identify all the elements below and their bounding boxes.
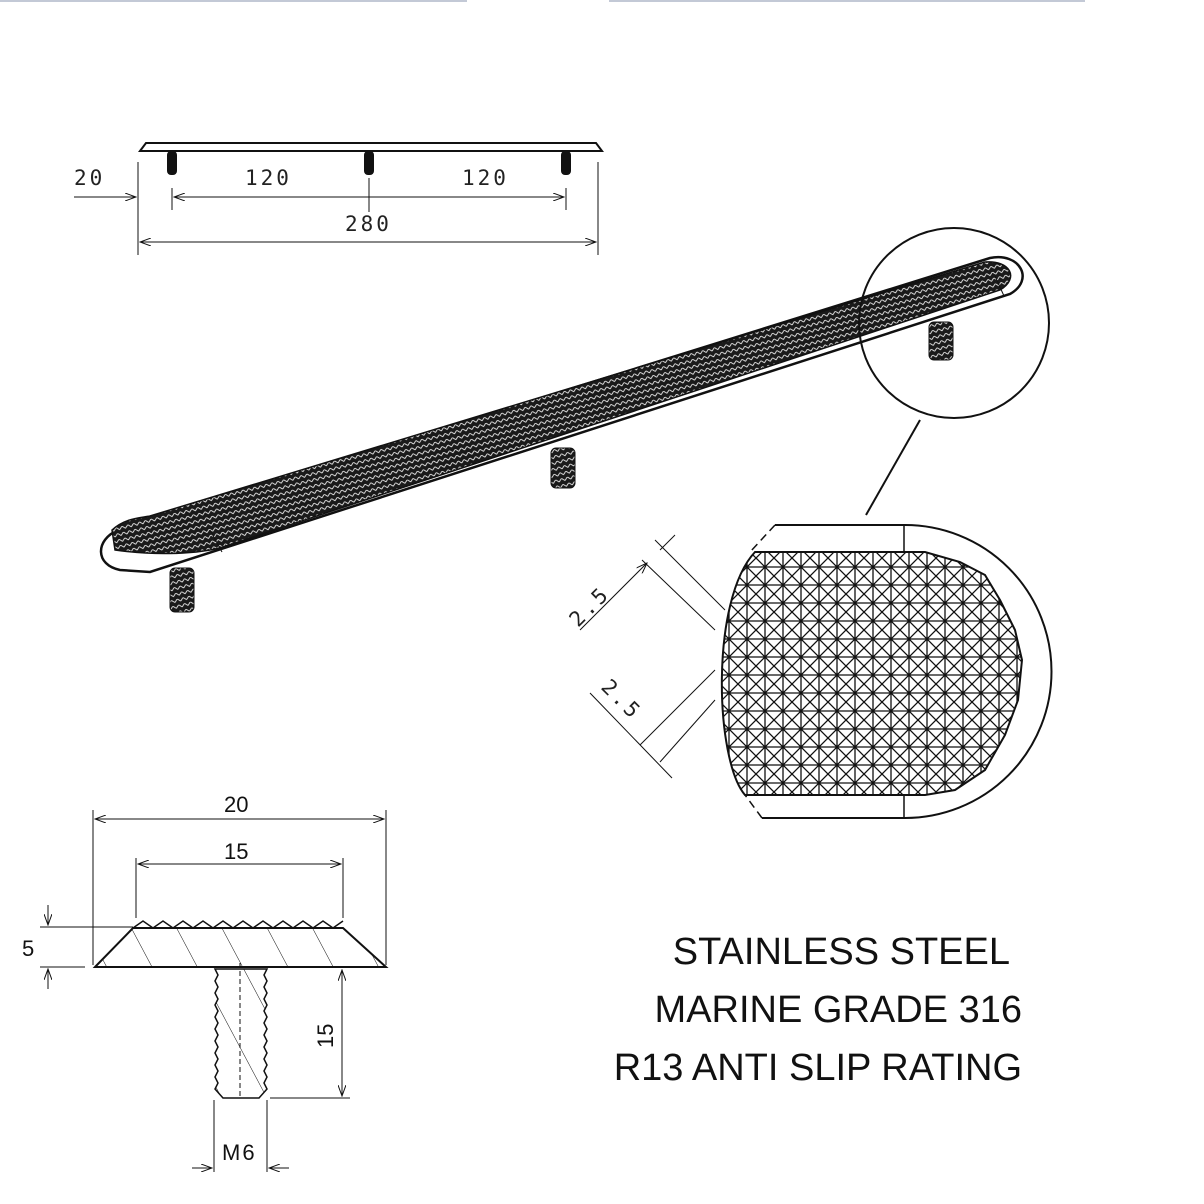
top-rule-left [0, 0, 467, 2]
dim-top-width: 15 [224, 839, 248, 864]
magnifier-circle [858, 227, 1050, 419]
spec-slip-rating: R13 ANTI SLIP RATING [613, 1047, 1022, 1089]
dim-thread: M6 [222, 1140, 257, 1165]
detail-view: 2.5 2.5 [565, 524, 1053, 819]
dim-pitch-2: 2.5 [596, 675, 646, 725]
stud-iso-right [928, 321, 954, 361]
top-rule-right [609, 0, 1085, 2]
dim-overall-width: 20 [224, 792, 248, 817]
dim-spacing-right: 120 [462, 166, 509, 190]
spec-grade: MARINE GRADE 316 [654, 989, 1022, 1031]
dim-height: 5 [22, 936, 34, 961]
dim-stud-length: 15 [313, 1024, 338, 1048]
spec-block: STAINLESS STEEL MARINE GRADE 316 R13 ANT… [614, 923, 1022, 1097]
dim-end-offset: 20 [74, 166, 105, 190]
dim-spacing-left: 120 [245, 166, 292, 190]
stud-right [561, 151, 571, 175]
top-view: 20 120 120 280 [74, 142, 604, 255]
stud-iso-middle [550, 447, 576, 489]
magnifier-leader [865, 419, 921, 516]
isometric-bar [99, 255, 1024, 613]
dim-pitch-1: 2.5 [565, 581, 615, 631]
spec-material: STAINLESS STEEL [672, 931, 1010, 973]
stud-iso-left [169, 567, 195, 613]
stud-middle [364, 151, 374, 175]
dim-overall-length: 280 [345, 212, 392, 236]
section-view: 20 15 5 15 M6 [22, 792, 389, 1172]
stud-left [167, 151, 177, 175]
